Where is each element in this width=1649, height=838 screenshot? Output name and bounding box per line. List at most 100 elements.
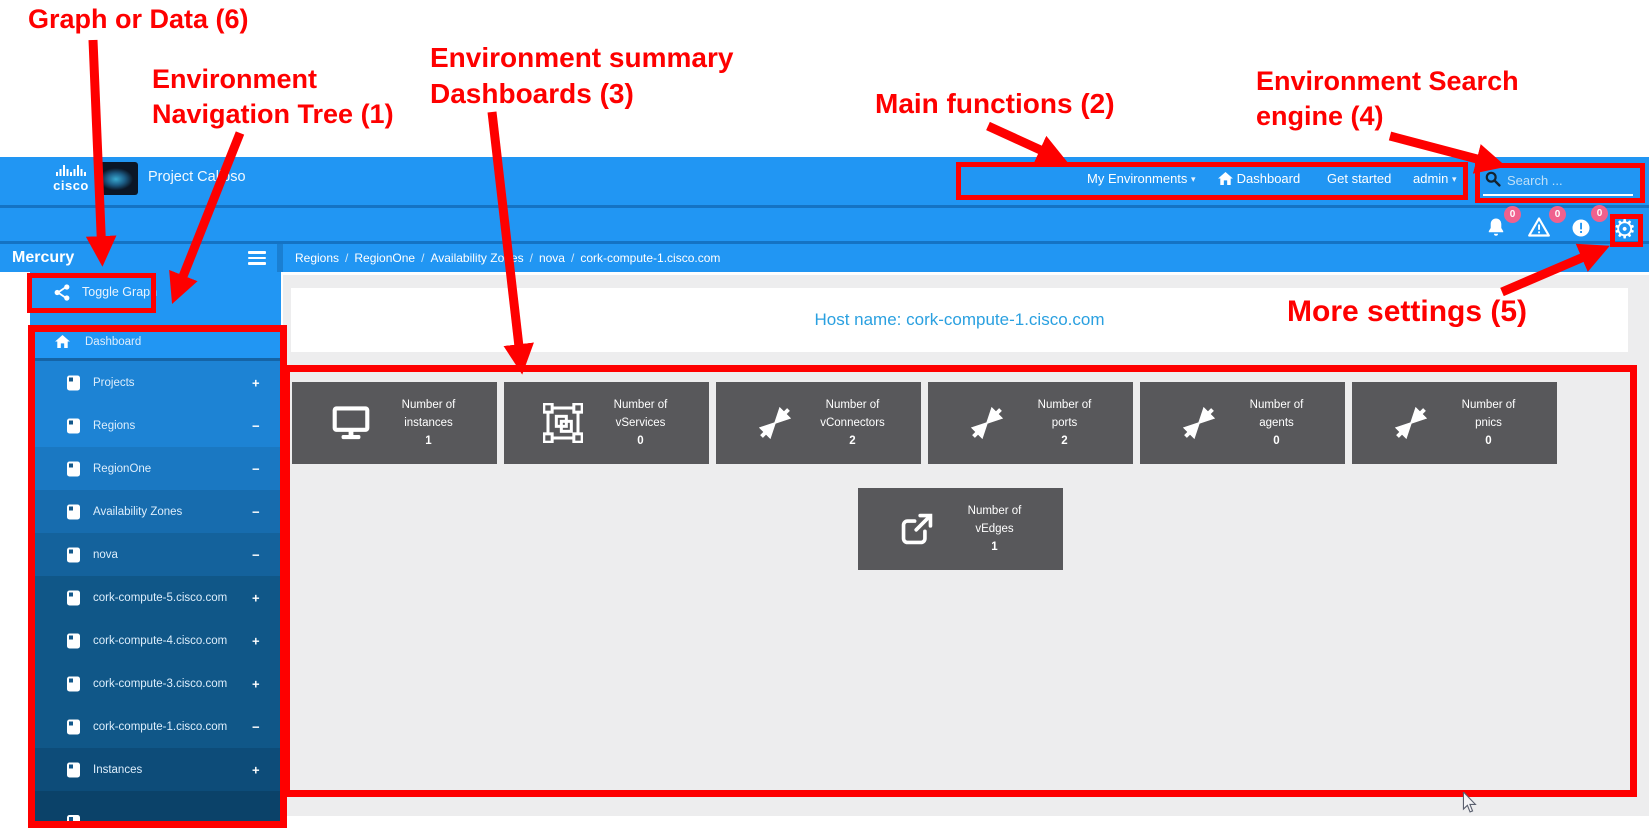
notification-bar xyxy=(0,208,1649,244)
expand-toggle[interactable]: + xyxy=(252,633,260,648)
tile-line2: vEdges xyxy=(975,523,1014,535)
expand-toggle[interactable]: + xyxy=(252,676,260,691)
home-icon xyxy=(55,335,70,348)
annotation-box-search xyxy=(1475,163,1645,203)
search-input[interactable] xyxy=(1505,168,1629,192)
breadcrumb-item[interactable]: cork-compute-1.cisco.com xyxy=(580,251,721,265)
toggle-graph-label: Toggle Graph xyxy=(82,285,158,299)
tile-vconnectors[interactable]: Number of vConnectors 2 xyxy=(716,382,921,464)
warning-triangle-icon[interactable] xyxy=(1528,217,1550,237)
breadcrumb-item[interactable]: Availability Zones xyxy=(430,251,524,265)
node-icon xyxy=(67,590,80,605)
tile-line1: Number of xyxy=(825,399,880,411)
error-badge: 0 xyxy=(1591,205,1608,222)
annotation-main-functions: Main functions (2) xyxy=(875,88,1115,119)
share-graph-icon xyxy=(54,284,70,301)
tree-item-instances[interactable]: Instances + xyxy=(30,748,281,791)
annotation-box-main-functions xyxy=(956,162,1468,200)
node-icon xyxy=(67,375,80,390)
node-icon xyxy=(67,719,80,734)
tile-line1: Number of xyxy=(1037,399,1092,411)
tile-vservices[interactable]: Number of vServices 0 xyxy=(504,382,709,464)
tile-line2: agents xyxy=(1259,417,1294,429)
expand-toggle[interactable]: − xyxy=(252,418,260,433)
tile-agents[interactable]: Number of agents 0 xyxy=(1140,382,1345,464)
node-icon xyxy=(67,418,80,433)
tile-line2: ports xyxy=(1051,417,1078,429)
tile-instances[interactable]: Number of instances 1 xyxy=(292,382,497,464)
monitor-icon xyxy=(328,405,374,441)
tile-pnics[interactable]: Number of pnics 0 xyxy=(1352,382,1557,464)
tree-item-cork-compute-4[interactable]: cork-compute-4.cisco.com + xyxy=(30,619,281,662)
chevron-down-icon: ▾ xyxy=(1191,174,1196,184)
admin-menu[interactable]: admin ▾ xyxy=(1413,171,1457,186)
bell-icon[interactable] xyxy=(1486,218,1506,238)
tile-value: 1 xyxy=(425,435,432,447)
tile-value: 0 xyxy=(1273,435,1280,447)
tree-item-nova[interactable]: nova − xyxy=(30,533,281,576)
tree-item-cork-compute-5[interactable]: cork-compute-5.cisco.com + xyxy=(30,576,281,619)
node-icon xyxy=(67,676,80,691)
compress-arrows-icon xyxy=(964,405,1010,441)
tile-ports[interactable]: Number of ports 2 xyxy=(928,382,1133,464)
tree-item-regions[interactable]: Regions − xyxy=(30,404,281,447)
mouse-cursor xyxy=(1462,792,1477,813)
sidebar-title: Mercury xyxy=(12,249,75,266)
expand-toggle[interactable]: − xyxy=(252,461,260,476)
tile-line2: pnics xyxy=(1475,417,1502,429)
tile-line1: Number of xyxy=(1249,399,1304,411)
cisco-logo: cisco xyxy=(46,163,96,197)
group-box-icon xyxy=(540,403,586,443)
expand-toggle[interactable]: − xyxy=(252,504,260,519)
annotation-box-dashboards xyxy=(283,365,1637,797)
breadcrumb-item[interactable]: nova xyxy=(538,251,565,265)
expand-toggle[interactable]: + xyxy=(252,762,260,777)
gear-icon[interactable]: ⚙ xyxy=(1613,215,1637,245)
tile-line1: Number of xyxy=(613,399,668,411)
expand-toggle[interactable]: − xyxy=(252,719,260,734)
external-link-icon xyxy=(894,510,940,548)
app-title: Project Calipso xyxy=(148,169,246,185)
environment-search[interactable] xyxy=(1483,166,1633,196)
tile-value: 2 xyxy=(1061,435,1068,447)
annotation-nav-tree: Environment Navigation Tree (1) xyxy=(152,64,394,129)
tree-item-availability-zones[interactable]: Availability Zones − xyxy=(30,490,281,533)
hamburger-menu-icon[interactable] xyxy=(248,251,266,265)
node-icon xyxy=(67,461,80,476)
chevron-down-icon: ▾ xyxy=(1452,174,1457,184)
node-icon xyxy=(67,547,80,562)
annotation-more-settings: More settings (5) xyxy=(1287,295,1528,328)
expand-toggle[interactable]: + xyxy=(252,590,260,605)
tile-value: 0 xyxy=(637,435,644,447)
tree-item-projects[interactable]: Projects + xyxy=(30,361,281,404)
nav-dashboard[interactable]: Dashboard xyxy=(1218,171,1300,186)
breadcrumb-item[interactable]: RegionOne xyxy=(354,251,416,265)
tile-line1: Number of xyxy=(1461,399,1516,411)
annotation-search-engine: Environment Search engine (4) xyxy=(1256,66,1519,131)
breadcrumb-item[interactable]: Regions xyxy=(295,251,340,265)
node-icon xyxy=(67,504,80,519)
toggle-graph-button[interactable]: Toggle Graph xyxy=(30,272,281,313)
annotation-box-nav-tree xyxy=(28,325,287,828)
my-environments-menu[interactable]: My Environments ▾ xyxy=(1087,171,1196,186)
tile-line2: vServices xyxy=(615,417,666,429)
tree-item-regionone[interactable]: RegionOne − xyxy=(30,447,281,490)
node-icon xyxy=(67,762,80,777)
bell-badge: 0 xyxy=(1504,206,1521,223)
nav-get-started[interactable]: Get started xyxy=(1327,171,1392,186)
tree-item-cork-compute-3[interactable]: cork-compute-3.cisco.com + xyxy=(30,662,281,705)
tree-item-cork-compute-1[interactable]: cork-compute-1.cisco.com − xyxy=(30,705,281,748)
tile-value: 2 xyxy=(849,435,856,447)
tile-vedges[interactable]: Number of vEdges 1 xyxy=(858,488,1063,570)
annotation-summary-dashboards: Environment summary Dashboards (3) xyxy=(430,42,734,109)
error-circle-icon[interactable] xyxy=(1572,219,1590,237)
host-name-label: Host name: cork-compute-1.cisco.com xyxy=(814,310,1105,329)
tile-line2: instances xyxy=(404,417,453,429)
expand-toggle[interactable]: + xyxy=(252,375,260,390)
expand-toggle[interactable]: − xyxy=(252,547,260,562)
cisco-bars-icon xyxy=(56,165,86,176)
cisco-wordmark: cisco xyxy=(53,178,89,193)
summary-dashboard-row: Number of instances 1 Number of vS xyxy=(292,382,1565,464)
tile-line2: vConnectors xyxy=(820,417,885,429)
